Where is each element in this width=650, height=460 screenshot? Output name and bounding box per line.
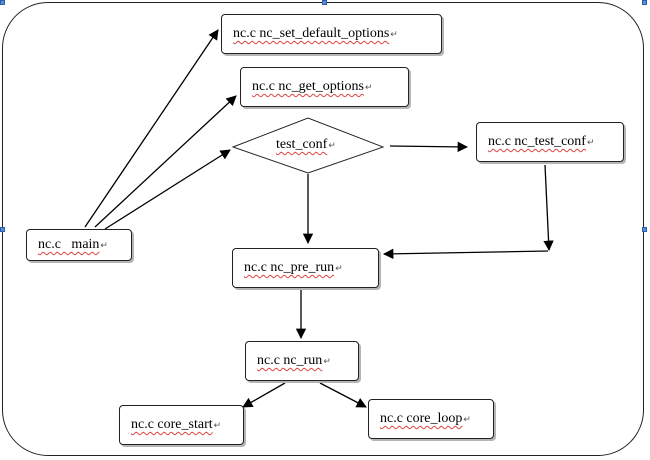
node-label: nc.c nc_test_conf bbox=[488, 134, 586, 149]
node-label: nc.c nc_run bbox=[257, 353, 323, 368]
arrow-main-to-set-default-options bbox=[84, 29, 219, 228]
arrow-test-conf-to-nc-test-conf bbox=[389, 141, 469, 153]
node-run[interactable]: nc.c nc_run↵ bbox=[245, 341, 359, 381]
node-label: nc.c nc_get_options bbox=[252, 79, 364, 94]
paragraph-mark: ↵ bbox=[323, 355, 331, 366]
node-label: nc.c nc_pre_run bbox=[244, 260, 335, 275]
paragraph-mark: ↵ bbox=[335, 262, 343, 273]
decision-diamond-test-conf bbox=[231, 117, 385, 174]
paragraph-mark: ↵ bbox=[586, 136, 595, 147]
node-label: nc.c main bbox=[38, 237, 100, 252]
node-pre-run[interactable]: nc.c nc_pre_run↵ bbox=[232, 248, 379, 288]
node-label: nc.c core_loop bbox=[380, 411, 463, 426]
resize-handle-top-right[interactable] bbox=[642, 0, 647, 5]
node-nc-test-conf[interactable]: nc.c nc_test_conf↵ bbox=[476, 122, 624, 162]
arrow-run-to-core-loop bbox=[319, 382, 367, 408]
node-core-start[interactable]: nc.c core_start↵ bbox=[119, 405, 244, 445]
paragraph-mark: ↵ bbox=[364, 81, 373, 92]
paragraph-mark: ↵ bbox=[328, 140, 336, 150]
node-get-options[interactable]: nc.c nc_get_options↵ bbox=[240, 67, 409, 107]
paragraph-mark: ↵ bbox=[463, 413, 471, 424]
node-label: test_conf bbox=[276, 137, 328, 152]
arrow-to-pre-run bbox=[382, 248, 549, 260]
resize-handle-top-left[interactable] bbox=[0, 0, 5, 5]
node-label: nc.c core_start bbox=[131, 417, 213, 432]
decision-label-test-conf[interactable]: test_conf↵ bbox=[276, 137, 336, 153]
node-label: nc.c nc_set_default_options bbox=[233, 26, 390, 41]
arrow-nc-test-conf-down bbox=[543, 164, 554, 252]
node-set-default-options[interactable]: nc.c nc_set_default_options↵ bbox=[221, 14, 442, 54]
arrow-run-to-core-start bbox=[242, 382, 286, 408]
paragraph-mark: ↵ bbox=[213, 419, 222, 430]
arrow-main-to-test-conf bbox=[104, 149, 231, 230]
node-core-loop[interactable]: nc.c core_loop↵ bbox=[368, 399, 494, 439]
resize-handle-left[interactable] bbox=[0, 227, 5, 232]
paragraph-mark: ↵ bbox=[390, 28, 398, 39]
node-main[interactable]: nc.c main↵ bbox=[26, 229, 132, 261]
paragraph-mark: ↵ bbox=[100, 239, 108, 250]
arrow-main-to-get-options bbox=[94, 95, 237, 228]
resize-handle-top[interactable] bbox=[322, 0, 327, 5]
resize-handle-right[interactable] bbox=[642, 227, 647, 232]
